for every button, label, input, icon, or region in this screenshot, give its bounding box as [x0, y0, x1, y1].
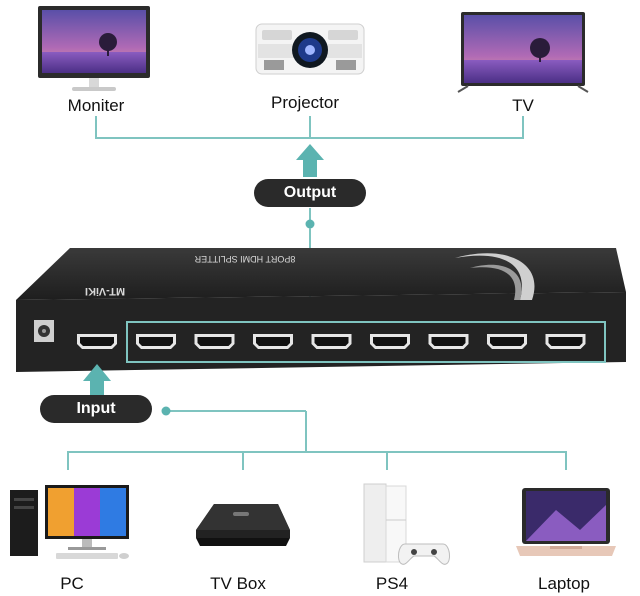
output-connection-lines [96, 116, 523, 138]
hdmi-output-port [546, 334, 586, 349]
tv-icon [458, 12, 588, 92]
tv-box-icon [196, 504, 290, 546]
pc-icon [10, 485, 129, 559]
hdmi-output-port [195, 334, 235, 349]
source-label-laptop: Laptop [494, 574, 634, 594]
laptop-icon [516, 488, 616, 556]
source-label-pc: PC [2, 574, 142, 594]
hdmi-output-port [253, 334, 293, 349]
device-brand-text: MT-ViKI [85, 285, 125, 297]
ps4-icon [364, 484, 450, 564]
hdmi-output-port [487, 334, 527, 349]
hdmi-output-port [312, 334, 352, 349]
hdmi-output-port [370, 334, 410, 349]
projector-icon [256, 24, 364, 74]
output-label-projector: Projector [235, 93, 375, 113]
source-label-ps4: PS4 [322, 574, 462, 594]
monitor-icon [38, 6, 150, 91]
output-label-monitor: Moniter [26, 96, 166, 116]
hdmi-output-port [136, 334, 176, 349]
output-badge: Output [254, 179, 366, 207]
device-model-text: 8PORT HDMI SPLITTER [194, 254, 295, 264]
input-badge: Input [40, 395, 152, 423]
source-label-tv-box: TV Box [168, 574, 308, 594]
output-label-tv: TV [453, 96, 593, 116]
hdmi-splitter-device: 8PORT HDMI SPLITTER MT-ViKI [16, 248, 626, 372]
hdmi-input-port [77, 334, 117, 349]
hdmi-output-port [429, 334, 469, 349]
output-arrow-icon [296, 144, 324, 177]
